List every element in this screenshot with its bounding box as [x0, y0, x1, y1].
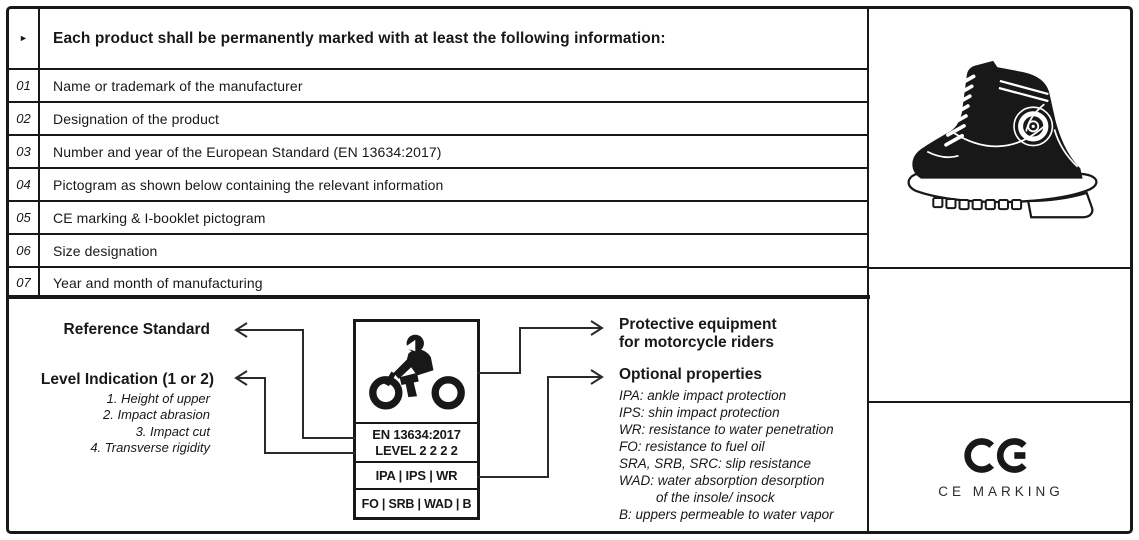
table-row: 07 Year and month of manufacturing [9, 268, 868, 297]
table-diagram-separator [6, 295, 870, 299]
right-column-divider-bottom [869, 401, 1133, 403]
protective-equipment-label: Protective equipment for motorcycle ride… [619, 316, 777, 351]
marking-requirements-table: ► Each product shall be permanently mark… [9, 9, 868, 297]
pictogram-properties-row1: IPA | IPS | WR [356, 463, 477, 490]
table-header-title: Each product shall be permanently marked… [53, 29, 666, 47]
row-number: 07 [9, 268, 40, 297]
pictogram-standard-section: EN 13634:2017 LEVEL 2 2 2 2 [356, 424, 477, 463]
row-number: 03 [9, 136, 40, 167]
optional-item: SRA, SRB, SRC: slip resistance [619, 456, 812, 471]
motorcycle-rider-icon [368, 334, 465, 410]
row-text: Number and year of the European Standard… [53, 143, 442, 160]
table-row: 01 Name or trademark of the manufacturer [9, 70, 868, 103]
optional-item: FO: resistance to fuel oil [619, 439, 765, 454]
optional-properties-label: Optional properties [619, 366, 762, 383]
row-text: Year and month of manufacturing [53, 274, 263, 291]
table-row: 06 Size designation [9, 235, 868, 268]
standard-number: EN 13634:2017 [372, 427, 461, 442]
motorcycle-boot-illustration [907, 60, 1098, 219]
level-indication-list: 1. Height of upper 2. Impact abrasion 3.… [0, 391, 210, 457]
level-item: 1. Height of upper [106, 391, 210, 406]
arrow-bullet-icon: ► [19, 33, 28, 43]
en13634-pictogram-box: EN 13634:2017 LEVEL 2 2 2 2 IPA | IPS | … [353, 319, 480, 520]
protective-line2: for motorcycle riders [619, 333, 775, 351]
table-row: 02 Designation of the product [9, 103, 868, 136]
table-header-row: ► Each product shall be permanently mark… [9, 9, 868, 70]
pictogram-properties-row2: FO | SRB | WAD | B [361, 496, 472, 511]
right-column-divider-top [869, 267, 1133, 269]
row-text: CE marking & I-booklet pictogram [53, 209, 266, 226]
row-number: 04 [9, 169, 40, 200]
ce-logo [964, 437, 1027, 473]
row-text: Size designation [53, 242, 158, 259]
level-indication-label: Level Indication (1 or 2) [40, 371, 214, 388]
row-text: Pictogram as shown below containing the … [53, 176, 444, 193]
level-item: 3. Impact cut [135, 423, 210, 439]
optional-item: IPS: shin impact protection [619, 405, 780, 420]
row-number: 02 [9, 103, 40, 134]
optional-item-continuation: of the insole/ insock [656, 490, 775, 505]
pictogram-rider-section [356, 322, 477, 424]
optional-item: IPA: ankle impact protection [619, 388, 787, 403]
level-item: 4. Transverse rigidity [90, 440, 210, 456]
protective-line1: Protective equipment [619, 316, 777, 333]
level-item: 2. Impact abrasion [103, 407, 210, 423]
ankle-emblem [1013, 106, 1054, 147]
ce-marking-caption: CE MARKING [938, 483, 1064, 499]
header-bullet-cell: ► [9, 9, 40, 68]
table-row: 04 Pictogram as shown below containing t… [9, 169, 868, 202]
table-row: 05 CE marking & I-booklet pictogram [9, 202, 868, 235]
row-text: Name or trademark of the manufacturer [53, 77, 303, 94]
level-values: LEVEL 2 2 2 2 [375, 442, 458, 458]
optional-item: WAD: water absorption desorption [619, 473, 825, 488]
row-number: 06 [9, 235, 40, 266]
ce-marking-cell: CE MARKING [869, 403, 1133, 531]
table-row: 03 Number and year of the European Stand… [9, 136, 868, 169]
reference-standard-label: Reference Standard [63, 321, 210, 338]
optional-item: WR: resistance to water penetration [619, 422, 834, 437]
row-text: Designation of the product [53, 110, 220, 127]
optional-item: B: uppers permeable to water vapor [619, 507, 834, 522]
optional-properties-list: IPA: ankle impact protection IPS: shin i… [619, 387, 881, 523]
row-number: 01 [9, 70, 40, 101]
row-number: 05 [9, 202, 40, 233]
main-vertical-divider [866, 6, 869, 534]
